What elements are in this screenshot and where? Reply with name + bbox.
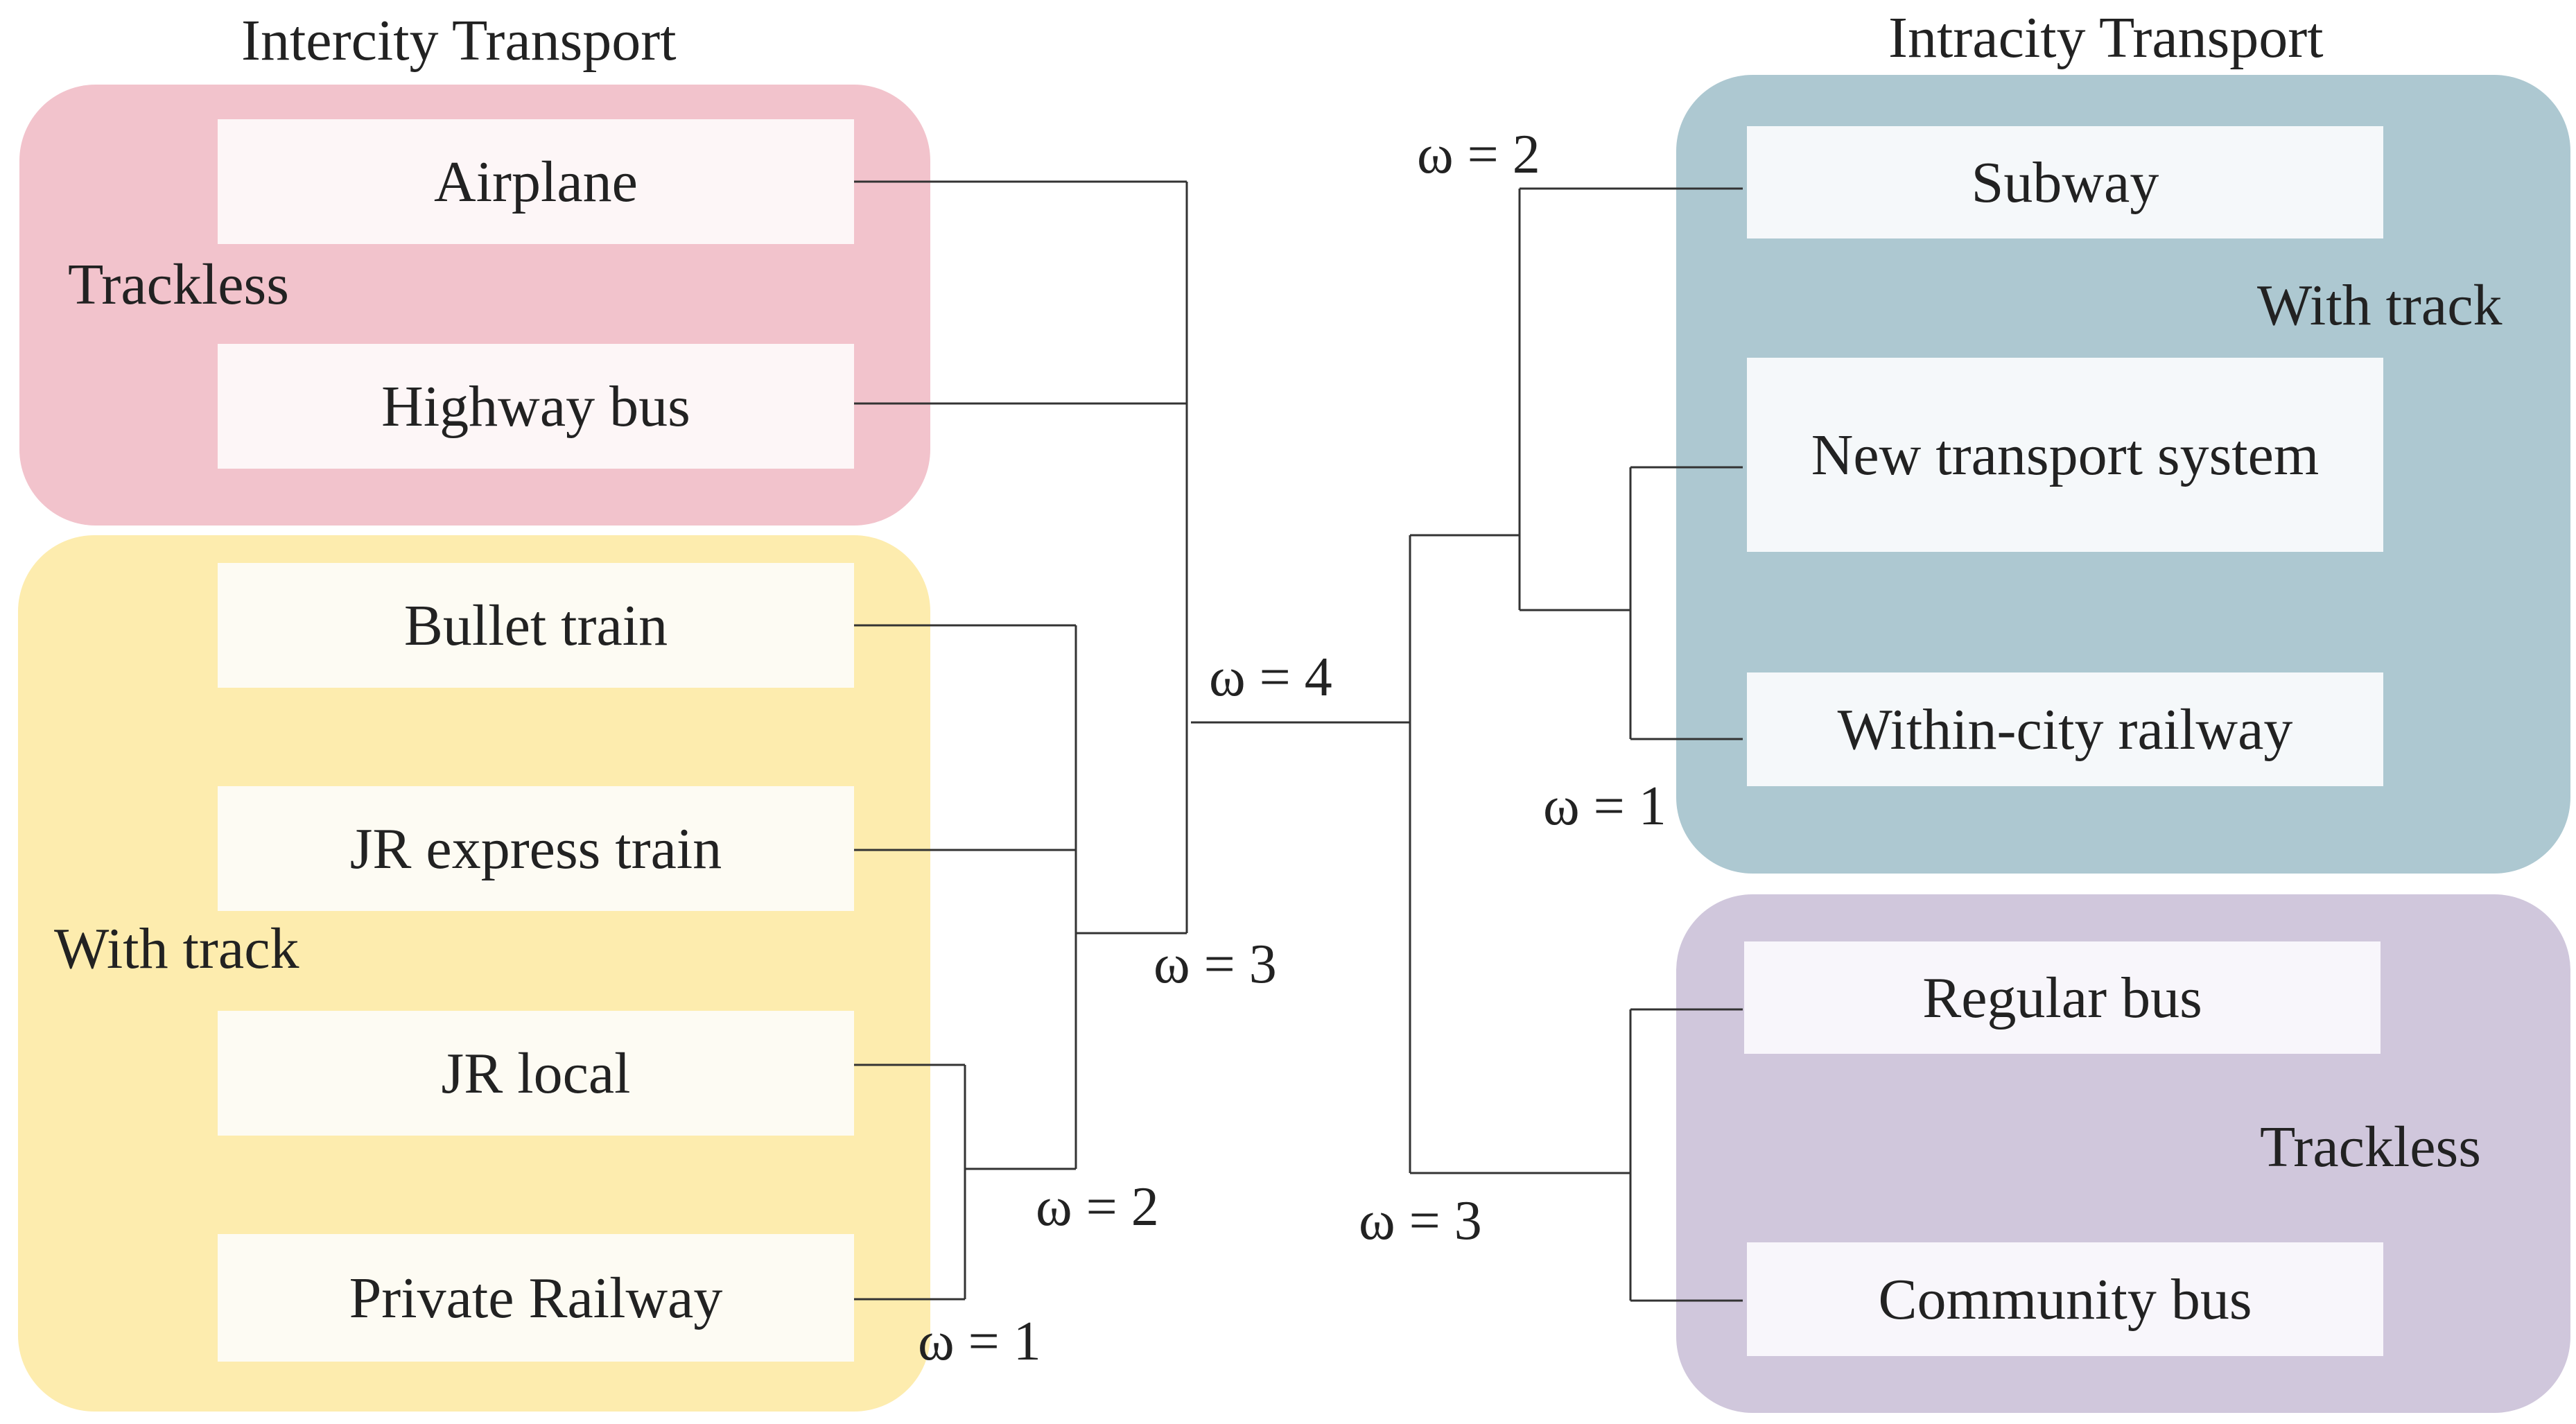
intracity-trackless-label: Trackless (2260, 1115, 2481, 1179)
intercity-trackless-label: Trackless (68, 252, 289, 317)
omega2-right-label: ω = 2 (1417, 124, 1540, 185)
intercity-with-track-label: With track (54, 917, 299, 981)
jr-express-train-box: JR express train (218, 786, 854, 911)
intercity-title: Intercity Transport (241, 8, 677, 73)
omega3-right-label: ω = 3 (1359, 1190, 1482, 1251)
regular-bus-box: Regular bus (1744, 941, 2381, 1054)
omega1-left-label: ω = 1 (918, 1311, 1041, 1372)
omega2-left-label: ω = 2 (1036, 1176, 1159, 1238)
omega3-left-label: ω = 3 (1154, 934, 1277, 995)
highway-bus-box: Highway bus (218, 344, 854, 469)
airplane-box: Airplane (218, 119, 854, 244)
intracity-title: Intracity Transport (1888, 6, 2324, 70)
omega4-label: ω = 4 (1209, 647, 1332, 708)
intracity-with-track-label: With track (2257, 273, 2503, 338)
within-city-railway-box: Within-city railway (1747, 672, 2383, 786)
new-transport-system-box: New transport system (1747, 358, 2383, 552)
omega1-right-label: ω = 1 (1543, 776, 1666, 837)
jr-local-box: JR local (218, 1011, 854, 1136)
bullet-train-box: Bullet train (218, 563, 854, 688)
subway-box: Subway (1747, 126, 2383, 238)
community-bus-box: Community bus (1747, 1242, 2383, 1356)
private-railway-box: Private Railway (218, 1234, 854, 1362)
